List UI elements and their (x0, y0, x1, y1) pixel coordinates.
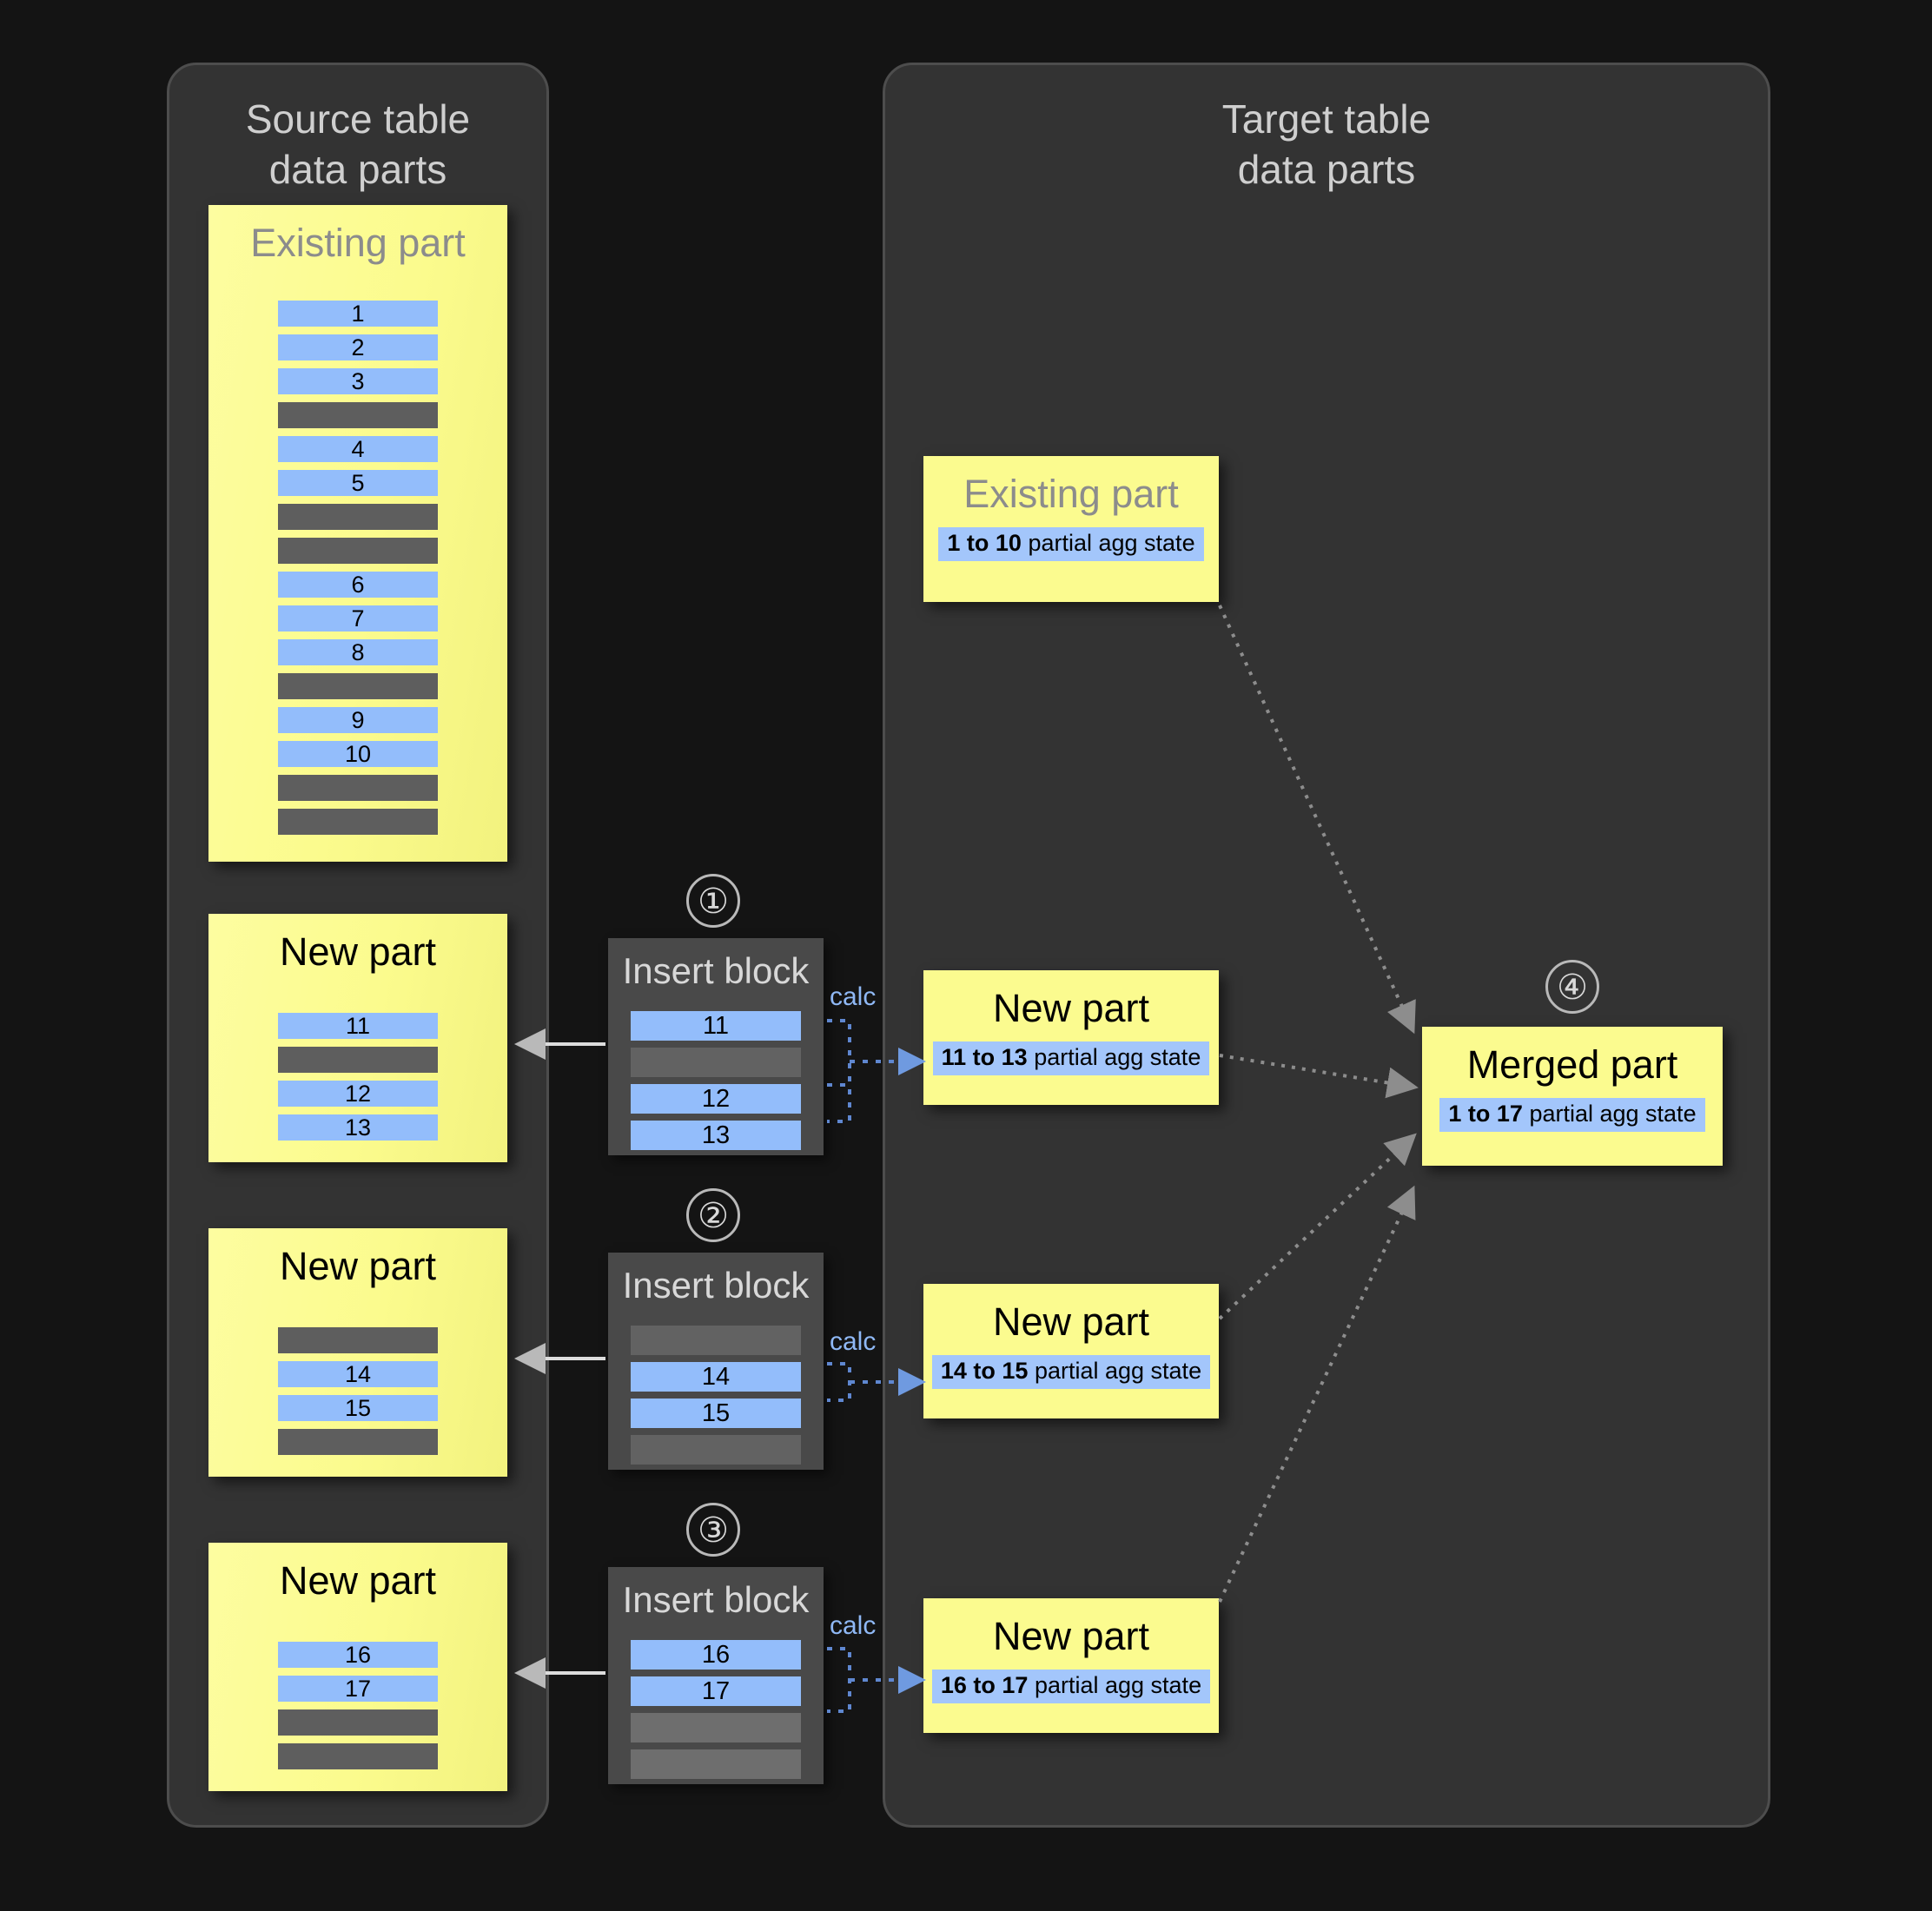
target-new-part-3: New part 16 to 17 partial agg state (923, 1598, 1219, 1733)
row-gap (631, 1749, 801, 1779)
insert-block-3: Insert block 16 17 (608, 1567, 824, 1784)
target-table-title: Target table data parts (1221, 96, 1432, 192)
row-gap (278, 402, 438, 428)
target-new-part-1-title: New part (992, 986, 1150, 1030)
row-gap (631, 1435, 801, 1465)
row: 16 (278, 1642, 438, 1668)
row: 12 (631, 1084, 801, 1114)
insert-block-1-title: Insert block (622, 950, 810, 991)
step-2-badge: ② (686, 1188, 740, 1242)
step-3-badge: ③ (686, 1503, 740, 1557)
row-gap (278, 504, 438, 530)
row-gap (631, 1326, 801, 1355)
merged-part: Merged part 1 to 17 partial agg state (1422, 1027, 1723, 1166)
calc-label-2: calc (830, 1327, 877, 1356)
source-new-part-3: New part 16 17 (208, 1543, 507, 1791)
row-gap (278, 1709, 438, 1736)
source-existing-part-title: Existing part (250, 221, 466, 265)
row-gap (278, 673, 438, 699)
agg-state-chip: 14 to 15 partial agg state (931, 1355, 1211, 1389)
source-new-part-1: New part 11 12 13 (208, 914, 507, 1162)
row: 4 (278, 436, 438, 462)
merged-part-title: Merged part (1466, 1042, 1678, 1087)
target-new-part-2: New part 14 to 15 partial agg state (923, 1284, 1219, 1418)
row: 8 (278, 639, 438, 665)
row: 17 (631, 1676, 801, 1706)
row-gap (631, 1713, 801, 1742)
row: 11 (631, 1011, 801, 1041)
insert-block-2: Insert block 14 15 (608, 1253, 824, 1470)
row-gap (278, 538, 438, 564)
row: 15 (278, 1395, 438, 1421)
agg-state-chip: 11 to 13 partial agg state (932, 1041, 1210, 1075)
step-4-badge: ④ (1545, 960, 1599, 1014)
agg-state-chip: 16 to 17 partial agg state (931, 1670, 1211, 1703)
row-gap (278, 1327, 438, 1353)
row: 9 (278, 707, 438, 733)
row: 2 (278, 334, 438, 360)
insert-block-1: Insert block 11 12 13 (608, 938, 824, 1155)
source-new-part-1-rows: 11 12 13 (278, 1013, 438, 1141)
agg-state-chip: 1 to 10 partial agg state (938, 527, 1204, 561)
row: 17 (278, 1676, 438, 1702)
source-table-title: Source table data parts (245, 96, 471, 192)
row-gap (631, 1048, 801, 1077)
source-new-part-2-rows: 14 15 (278, 1327, 438, 1455)
insert-block-2-title: Insert block (622, 1265, 810, 1306)
target-new-part-2-title: New part (992, 1299, 1150, 1344)
row: 12 (278, 1081, 438, 1107)
row-gap (278, 775, 438, 801)
row: 14 (278, 1361, 438, 1387)
row-gap (278, 1429, 438, 1455)
row: 13 (278, 1114, 438, 1141)
row: 13 (631, 1121, 801, 1150)
row: 16 (631, 1640, 801, 1670)
source-new-part-3-rows: 16 17 (278, 1642, 438, 1769)
row: 6 (278, 572, 438, 598)
source-new-part-2: New part 14 15 (208, 1228, 507, 1477)
row-gap (278, 809, 438, 835)
target-table-panel: Target table data parts (883, 63, 1770, 1828)
target-existing-part: Existing part 1 to 10 partial agg state (923, 456, 1219, 602)
source-existing-part: Existing part 1 2 3 4 5 6 7 8 9 10 (208, 205, 507, 862)
row: 7 (278, 605, 438, 631)
row: 3 (278, 368, 438, 394)
source-new-part-2-title: New part (279, 1244, 437, 1288)
insert-block-3-title: Insert block (622, 1579, 810, 1620)
row: 15 (631, 1399, 801, 1428)
target-new-part-1: New part 11 to 13 partial agg state (923, 970, 1219, 1105)
row: 14 (631, 1362, 801, 1392)
row-gap (278, 1743, 438, 1769)
row: 11 (278, 1013, 438, 1039)
agg-state-chip: 1 to 17 partial agg state (1439, 1098, 1705, 1132)
source-existing-part-rows: 1 2 3 4 5 6 7 8 9 10 (278, 301, 438, 835)
row: 5 (278, 470, 438, 496)
row: 1 (278, 301, 438, 327)
calc-label-1: calc (830, 982, 877, 1011)
target-new-part-3-title: New part (992, 1614, 1150, 1658)
source-new-part-3-title: New part (279, 1558, 437, 1603)
row-gap (278, 1047, 438, 1073)
source-new-part-1-title: New part (279, 929, 437, 974)
step-1-badge: ① (686, 874, 740, 928)
calc-label-3: calc (830, 1611, 877, 1640)
target-existing-part-title: Existing part (963, 472, 1179, 516)
row: 10 (278, 741, 438, 767)
